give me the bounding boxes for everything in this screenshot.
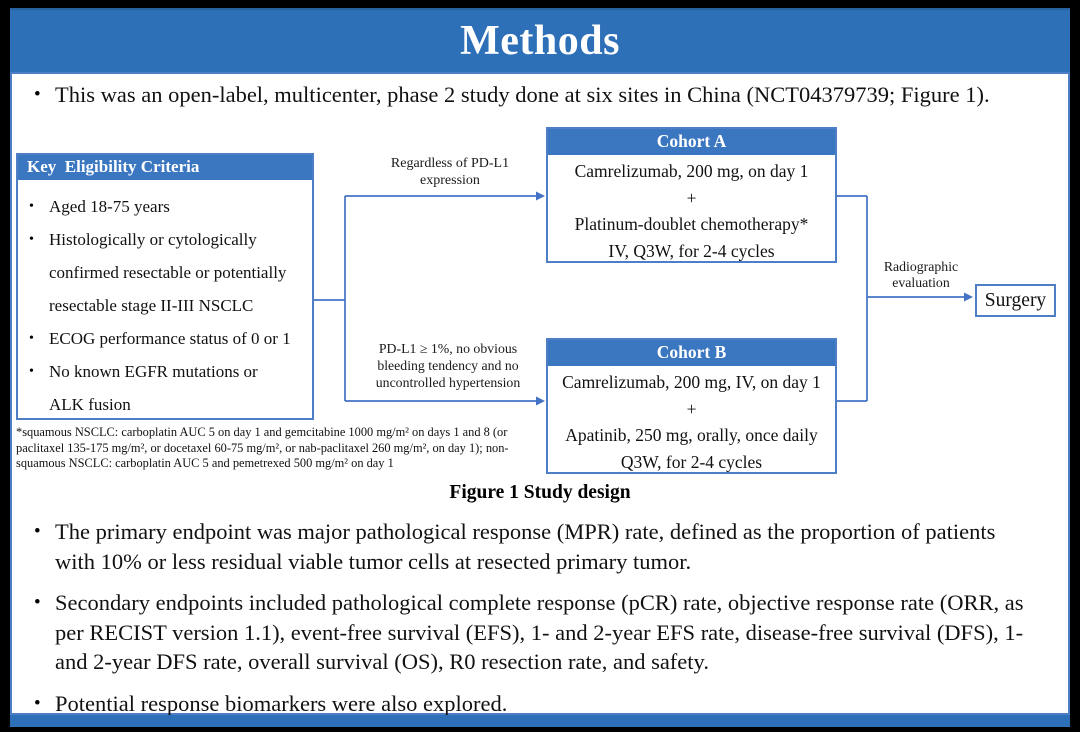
intro-bullet: • This was an open-label, multicenter, p… [28,80,1058,110]
bullet-icon: • [34,521,41,542]
eligibility-item-text: Histologically or cytologically confirme… [49,230,287,315]
title-bar: Methods [10,8,1070,72]
bullet-icon: • [34,592,41,613]
list-item: • No known EGFR mutations or ALK fusion [29,355,306,421]
page-title: Methods [460,18,620,64]
cohort-a-body: Camrelizumab, 200 mg, on day 1 + Platinu… [548,155,835,264]
branch-label-cohort-a: Regardless of PD-L1 expression [390,156,510,188]
cohort-b-line: Camrelizumab, 200 mg, IV, on day 1 [562,372,821,392]
figure-caption: Figure 1 Study design [449,482,631,503]
cohort-b-body: Camrelizumab, 200 mg, IV, on day 1 + Apa… [548,366,835,475]
surgery-box: Surgery [975,284,1056,317]
bullet-icon: • [34,84,41,105]
bullet-icon: • [29,232,34,247]
footer-bar [10,715,1070,727]
cohort-b-line: + [686,398,697,419]
list-item: • Histologically or cytologically confir… [29,223,306,322]
list-item: • ECOG performance status of 0 or 1 [29,322,306,355]
eligibility-item-text: No known EGFR mutations or ALK fusion [49,362,258,414]
eligibility-list: • Aged 18-75 years • Histologically or c… [18,180,312,421]
bullet-icon: • [29,331,34,346]
cohort-a-header: Cohort A [548,129,835,155]
eligibility-item-text: ECOG performance status of 0 or 1 [49,329,291,348]
bullet-text: The primary endpoint was major pathologi… [55,519,996,574]
bullet-text: Secondary endpoints included pathologica… [55,590,1024,674]
cohort-a-line: + [686,187,697,208]
radiographic-evaluation-label: Radiographic evaluation [883,259,959,290]
surgery-label: Surgery [984,289,1047,311]
bullet-icon: • [29,199,34,214]
intro-bullet-text: This was an open-label, multicenter, pha… [55,82,990,107]
branch-label-cohort-b: PD-L1 ≥ 1%, no obvious bleeding tendency… [375,341,521,390]
eligibility-header: Key Eligibility Criteria [18,155,312,180]
eligibility-item-text: Aged 18-75 years [49,197,170,216]
cohort-b-header: Cohort B [548,340,835,366]
list-item: • Secondary endpoints included pathologi… [28,588,1058,677]
endpoint-bullets: • The primary endpoint was major patholo… [28,517,1058,730]
cohort-b-box: Cohort B Camrelizumab, 200 mg, IV, on da… [546,338,837,474]
list-item: • The primary endpoint was major patholo… [28,517,1058,576]
cohort-a-box: Cohort A Camrelizumab, 200 mg, on day 1 … [546,127,837,263]
list-item: • Potential response biomarkers were als… [28,689,1058,719]
chemotherapy-footnote: *squamous NSCLC: carboplatin AUC 5 on da… [16,425,509,471]
eligibility-box: Key Eligibility Criteria • Aged 18-75 ye… [16,153,314,420]
cohort-b-line: Apatinib, 250 mg, orally, once daily [565,425,818,445]
list-item: • Aged 18-75 years [29,190,306,223]
cohort-a-line: Camrelizumab, 200 mg, on day 1 [574,161,809,181]
cohort-b-line: Q3W, for 2-4 cycles [620,451,763,472]
cohort-a-line: Platinum-doublet chemotherapy* [574,214,809,234]
bullet-icon: • [29,364,34,379]
cohort-a-line: IV, Q3W, for 2-4 cycles [608,240,775,261]
bullet-text: Potential response biomarkers were also … [55,690,508,716]
bullet-icon: • [34,692,41,714]
